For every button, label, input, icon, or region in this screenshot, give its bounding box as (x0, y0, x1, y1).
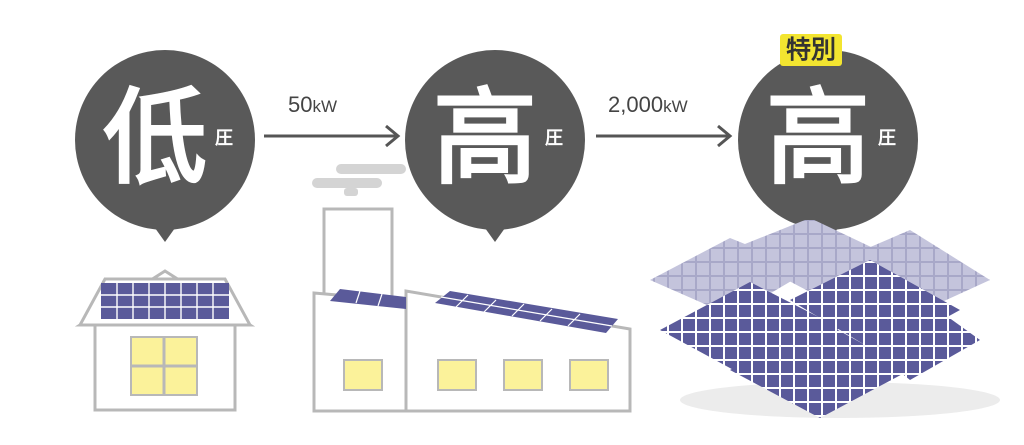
high-voltage-bubble: 高 圧 (405, 50, 585, 242)
arrow-2-value: 2,000 (608, 92, 664, 117)
arrow-1-label: 50kW (288, 92, 337, 118)
extra-high-voltage-main-char: 高 (766, 77, 871, 199)
arrow-1-icon (264, 124, 401, 148)
extra-high-voltage-sub-char: 圧 (878, 128, 896, 149)
low-voltage-sub-char: 圧 (215, 128, 233, 149)
low-voltage-main-char: 低 (103, 77, 208, 199)
special-badge: 特別 (780, 34, 843, 66)
arrow-2-label: 2,000kW (608, 92, 688, 118)
solar-farm-icon (650, 220, 1000, 418)
extra-high-voltage-bubble: 高 圧 (738, 50, 918, 242)
low-voltage-bubble: 低 圧 (75, 50, 255, 242)
high-voltage-sub-char: 圧 (545, 128, 563, 149)
factory-icon (312, 207, 632, 413)
house-icon (74, 269, 256, 412)
smoke-icon (312, 164, 406, 196)
arrow-2-unit: kW (663, 97, 688, 116)
arrow-2-icon (596, 124, 733, 148)
arrow-1-unit: kW (312, 97, 338, 116)
arrow-1-value: 50 (288, 92, 313, 117)
high-voltage-main-char: 高 (433, 77, 538, 199)
